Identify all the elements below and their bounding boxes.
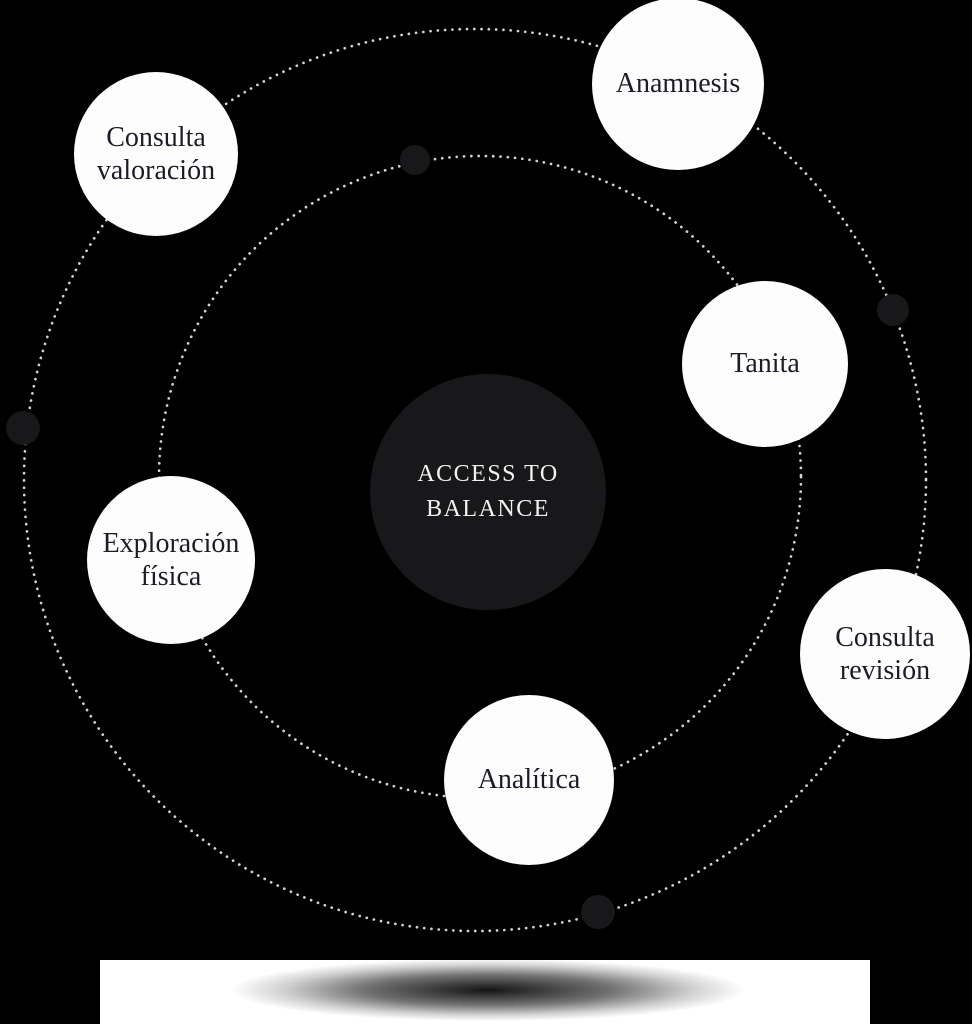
node-consulta-revision: Consulta revisión — [800, 569, 970, 739]
node-label: Anamnesis — [615, 68, 741, 100]
center-hub-label: ACCESS TO BALANCE — [417, 461, 559, 522]
node-label: Consulta revisión — [835, 621, 935, 686]
node-label: Tanita — [730, 348, 800, 380]
orbit-marker — [877, 294, 909, 326]
orbit-marker — [400, 145, 430, 175]
orbit-marker — [581, 895, 615, 929]
bottom-page-edge — [100, 960, 870, 1024]
node-tanita: Tanita — [682, 281, 848, 447]
orbit-marker — [6, 411, 40, 445]
node-label: Analítica — [477, 764, 581, 796]
node-label: Consulta valoración — [96, 121, 216, 186]
node-anamnesis: Anamnesis — [592, 0, 764, 170]
node-label: Exploración física — [102, 527, 240, 592]
outer-orbit-circle — [22, 27, 928, 933]
node-consulta-valoracion: Consulta valoración — [74, 72, 238, 236]
center-hub: ACCESS TO BALANCE — [370, 374, 606, 610]
node-exploracion-fisica: Exploración física — [87, 476, 255, 644]
node-analitica: Analítica — [444, 695, 614, 865]
